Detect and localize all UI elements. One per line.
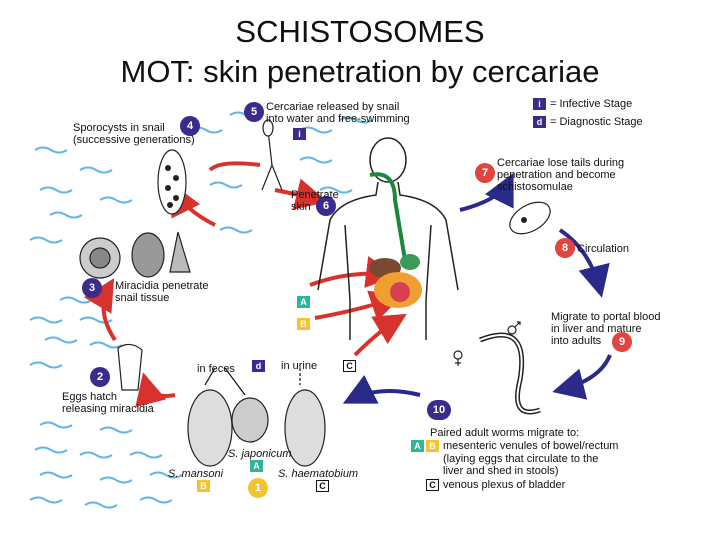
step-7-badge: 7 (475, 163, 495, 183)
step-2-badge: 2 (90, 367, 110, 387)
miracidia-label: Miracidia penetrate snail tissue (115, 280, 209, 304)
title-line-2: MOT: skin penetration by cercariae (120, 54, 600, 89)
schistosomula-icon (509, 201, 551, 235)
miracidium-icon (117, 343, 143, 391)
arrow-migrate-portal (552, 354, 612, 400)
title-line-1: SCHISTOSOMES (235, 14, 485, 49)
snail-icons (79, 231, 191, 279)
cercaria-icon (261, 119, 283, 191)
feces-lines (204, 367, 246, 396)
eggs-hatch-label: Eggs hatch releasing miracidia (62, 391, 154, 415)
laying-eggs-label: (laying eggs that circulate to the liver… (443, 453, 599, 477)
diagnostic-badge: d (252, 360, 265, 372)
legend-diagnostic-label: = Diagnostic Stage (550, 116, 643, 128)
venous-plexus-label: venous plexus of bladder (443, 479, 566, 491)
cercariae-lose-tails-label: Cercariae lose tails during penetration … (497, 157, 625, 193)
s-mansoni-label: S. mansoni (168, 468, 224, 480)
s-haematobium-label: S. haematobium (278, 468, 359, 480)
arrow-paired-worms (342, 374, 421, 404)
in-urine-label: in urine (281, 360, 318, 372)
legend-infective-badge: i (533, 98, 546, 110)
penetrate-skin-label: Penetrate skin (291, 189, 339, 213)
arrow-to-schistosomulae (459, 172, 514, 212)
arrow-feces-to-eggs (135, 372, 176, 408)
step-4-badge: 4 (180, 116, 200, 136)
arrow-penetrate-skin (274, 178, 328, 210)
cercariae-released-label: Cercariae released by snail into water a… (266, 101, 410, 125)
migrate-portal-label: Migrate to portal blood in liver and mat… (551, 311, 661, 347)
human-figure (317, 137, 459, 340)
step-1-badge: 1 (248, 478, 268, 498)
sporocyst-icon (157, 149, 187, 215)
badge-C-bladder: C (426, 479, 439, 491)
organs (369, 254, 422, 308)
adult-worms-icon (479, 332, 541, 415)
egg-icons (187, 389, 326, 467)
badge-A-mesenteric: A (411, 440, 424, 452)
circulation-label: Circulation (577, 243, 629, 255)
badge-A-japonicum: A (250, 460, 263, 472)
badge-B-body: B (297, 318, 310, 330)
legend-diagnostic-badge: d (533, 116, 546, 128)
step-8-badge: 8 (555, 238, 575, 258)
paired-worms-label: Paired adult worms migrate to: (430, 427, 580, 439)
step-5-infective-badge: i (293, 128, 306, 140)
arrow-circulation (558, 228, 610, 298)
arrow-C (353, 313, 407, 357)
mesenteric-label: mesenteric venules of bowel/rectum (443, 440, 619, 452)
badge-B-mesenteric: B (426, 440, 439, 452)
arrow-sporocyst-release (208, 161, 261, 172)
badge-A-body: A (297, 296, 310, 308)
step-6-badge: 6 (316, 196, 336, 216)
step-3-badge: 3 (82, 278, 102, 298)
s-japonicum-label: S. japonicum (228, 448, 292, 460)
in-feces-label: in feces (197, 363, 235, 375)
sporocysts-label: Sporocysts in snail (successive generati… (73, 122, 195, 146)
arrow-eggs-to-miracidia (83, 278, 117, 342)
step-5-badge: 5 (244, 102, 264, 122)
badge-C-haematobium: C (316, 480, 329, 492)
step-10-badge: 10 (427, 400, 451, 420)
legend-infective-label: = Infective Stage (550, 98, 633, 110)
badge-B-mansoni: B (197, 480, 210, 492)
step-9-badge: 9 (612, 332, 632, 352)
badge-C-urine: C (343, 360, 356, 372)
blood-vessel (369, 172, 407, 261)
